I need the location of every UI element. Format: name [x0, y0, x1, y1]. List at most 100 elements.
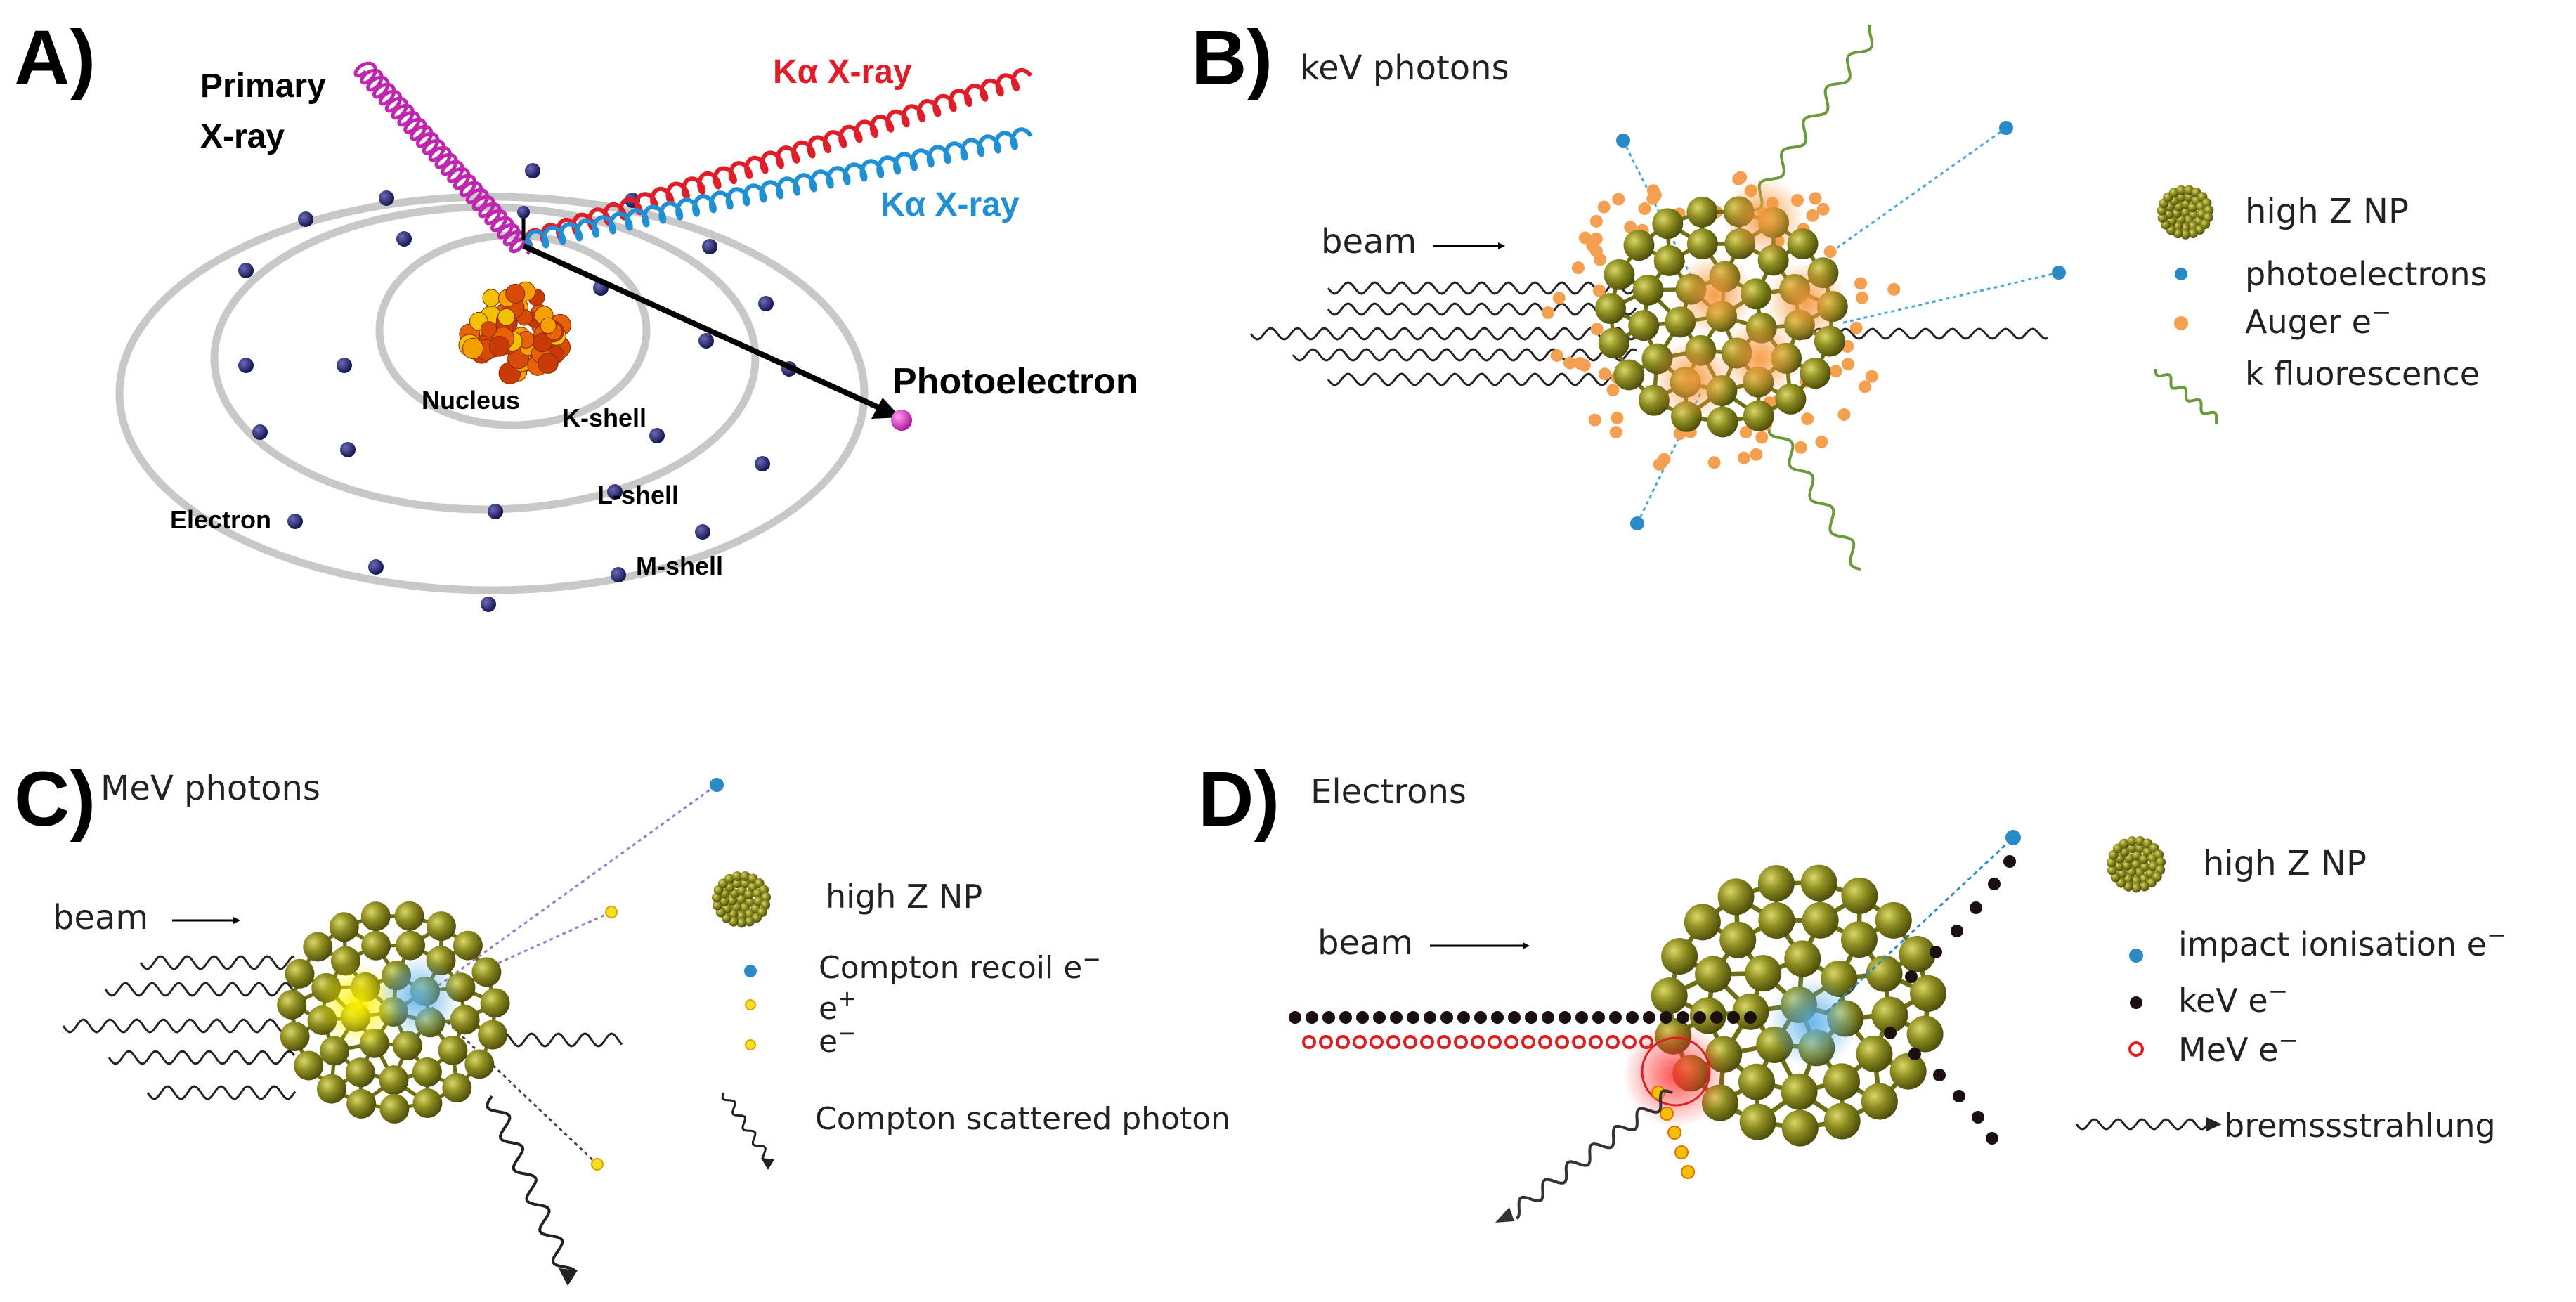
- legend-c-electron-dot: [745, 1039, 756, 1050]
- auger-glow: [1653, 339, 1734, 420]
- orbital-electron: [702, 239, 717, 254]
- panel-c: C) MeV photons beam high Z NP Compton re…: [14, 756, 1230, 1286]
- orbital-electron: [337, 358, 352, 373]
- kev-electron: [2003, 855, 2016, 868]
- mev-electron: [1319, 1035, 1333, 1049]
- np-atom: [303, 932, 333, 962]
- ka-blue-wave: [524, 127, 1033, 252]
- auger-electron: [1552, 292, 1566, 305]
- legend-d-kev-label: keV e−: [2178, 977, 2288, 1020]
- beam-wave: [139, 955, 295, 970]
- auger-electron: [1638, 202, 1651, 215]
- np-atom: [2180, 229, 2191, 240]
- np-atom: [379, 1093, 410, 1124]
- np-atom: [2139, 873, 2149, 884]
- auger-electron: [1588, 413, 1601, 427]
- np-atom: [1800, 864, 1837, 901]
- np-atom: [744, 916, 755, 927]
- auger-electron: [1653, 457, 1666, 471]
- np-atom: [1823, 1063, 1860, 1100]
- panel-c-scatter-arrowhead: [559, 1268, 578, 1286]
- legend-c-scatter-wave: [721, 1092, 767, 1161]
- nucleon: [538, 353, 559, 374]
- np-atom: [1906, 1015, 1944, 1053]
- kev-electron: [1933, 1069, 1946, 1081]
- auger-electron: [1842, 358, 1855, 371]
- np-atom: [736, 918, 747, 928]
- np-atom: [360, 901, 391, 932]
- panel-d-kev-beam: [1289, 855, 2016, 1145]
- np-atom: [2131, 883, 2142, 893]
- auger-electron: [1542, 306, 1555, 320]
- np-atom: [1623, 230, 1655, 261]
- nucleon: [462, 337, 484, 360]
- secondary-electron: [1667, 1126, 1681, 1140]
- ka-red-label: Kα X-ray: [773, 53, 912, 91]
- kev-electron: [1407, 1011, 1419, 1024]
- kev-electron: [1884, 1027, 1897, 1039]
- np-atom: [1866, 955, 1903, 992]
- kev-electron: [1525, 1011, 1537, 1024]
- panel-b-letter: B): [1191, 15, 1273, 101]
- mev-electron: [1555, 1035, 1569, 1049]
- np-atom: [1653, 245, 1685, 276]
- panel-c-positron-dot: [605, 906, 618, 918]
- photoelectron-track: [1840, 271, 2060, 325]
- mev-electron: [1370, 1035, 1384, 1049]
- panel-d-brems-arrowhead: [1495, 1207, 1514, 1223]
- orbital-electron: [698, 333, 714, 349]
- np-atom: [2135, 843, 2145, 854]
- mev-electron: [1386, 1035, 1400, 1049]
- kev-electron: [1474, 1011, 1487, 1024]
- np-atom: [740, 871, 750, 881]
- m-shell-label: M-shell: [636, 552, 723, 580]
- np-atom: [1632, 274, 1664, 306]
- panel-d-red-ring: [1641, 1036, 1711, 1107]
- auger-electron: [1598, 367, 1611, 381]
- kev-electron: [1356, 1011, 1369, 1024]
- panel-d-yellow-trail: [1651, 1086, 1695, 1179]
- orbital-electron: [396, 231, 412, 247]
- legend-d-mev-dot: [2128, 1041, 2144, 1057]
- orbital-electron: [287, 514, 303, 529]
- np-atom: [426, 911, 456, 942]
- auger-electron: [1589, 214, 1603, 228]
- np-atom: [1738, 1063, 1775, 1100]
- legend-d-impact-dot: [2129, 949, 2143, 963]
- np-atom: [736, 911, 747, 921]
- mev-electron: [1353, 1035, 1367, 1049]
- auger-electron: [1611, 411, 1624, 424]
- kev-electron: [1322, 1011, 1335, 1024]
- mev-electron: [1302, 1035, 1316, 1049]
- np-atom: [1689, 997, 1726, 1034]
- auger-electron: [1707, 456, 1721, 469]
- legend-c-compton-dot: [744, 965, 757, 977]
- panel-c-compton-scattered-wave: [486, 1095, 577, 1272]
- auger-electron: [1823, 245, 1837, 259]
- panel-d-beam-label: beam: [1318, 923, 1413, 963]
- kev-electron: [1339, 1011, 1352, 1024]
- np-atom: [2107, 865, 2117, 875]
- nucleon: [505, 283, 526, 304]
- np-atom: [1717, 878, 1755, 916]
- nucleus-label: Nucleus: [422, 386, 520, 415]
- np-atom: [736, 894, 746, 904]
- np-atom: [2200, 219, 2211, 230]
- panel-d-letter: D): [1198, 756, 1280, 842]
- np-atom: [1758, 902, 1795, 939]
- orbital-electron: [252, 424, 268, 440]
- secondary-electron: [1681, 1165, 1695, 1179]
- particle-track: [420, 996, 599, 1166]
- auger-electron: [1612, 193, 1625, 206]
- np-atom: [1875, 901, 1912, 939]
- panel-d-red-glow: [1623, 1022, 1729, 1128]
- np-atom: [2138, 854, 2149, 864]
- beam-wave: [62, 1018, 297, 1034]
- beam-wave: [1327, 302, 1637, 316]
- auger-electron: [1887, 282, 1901, 296]
- np-atom: [1781, 1109, 1819, 1147]
- panel-c-electron-dot: [591, 1158, 604, 1171]
- orbital-electron: [607, 484, 623, 500]
- np-atom: [1840, 921, 1878, 958]
- np-atom: [761, 892, 772, 902]
